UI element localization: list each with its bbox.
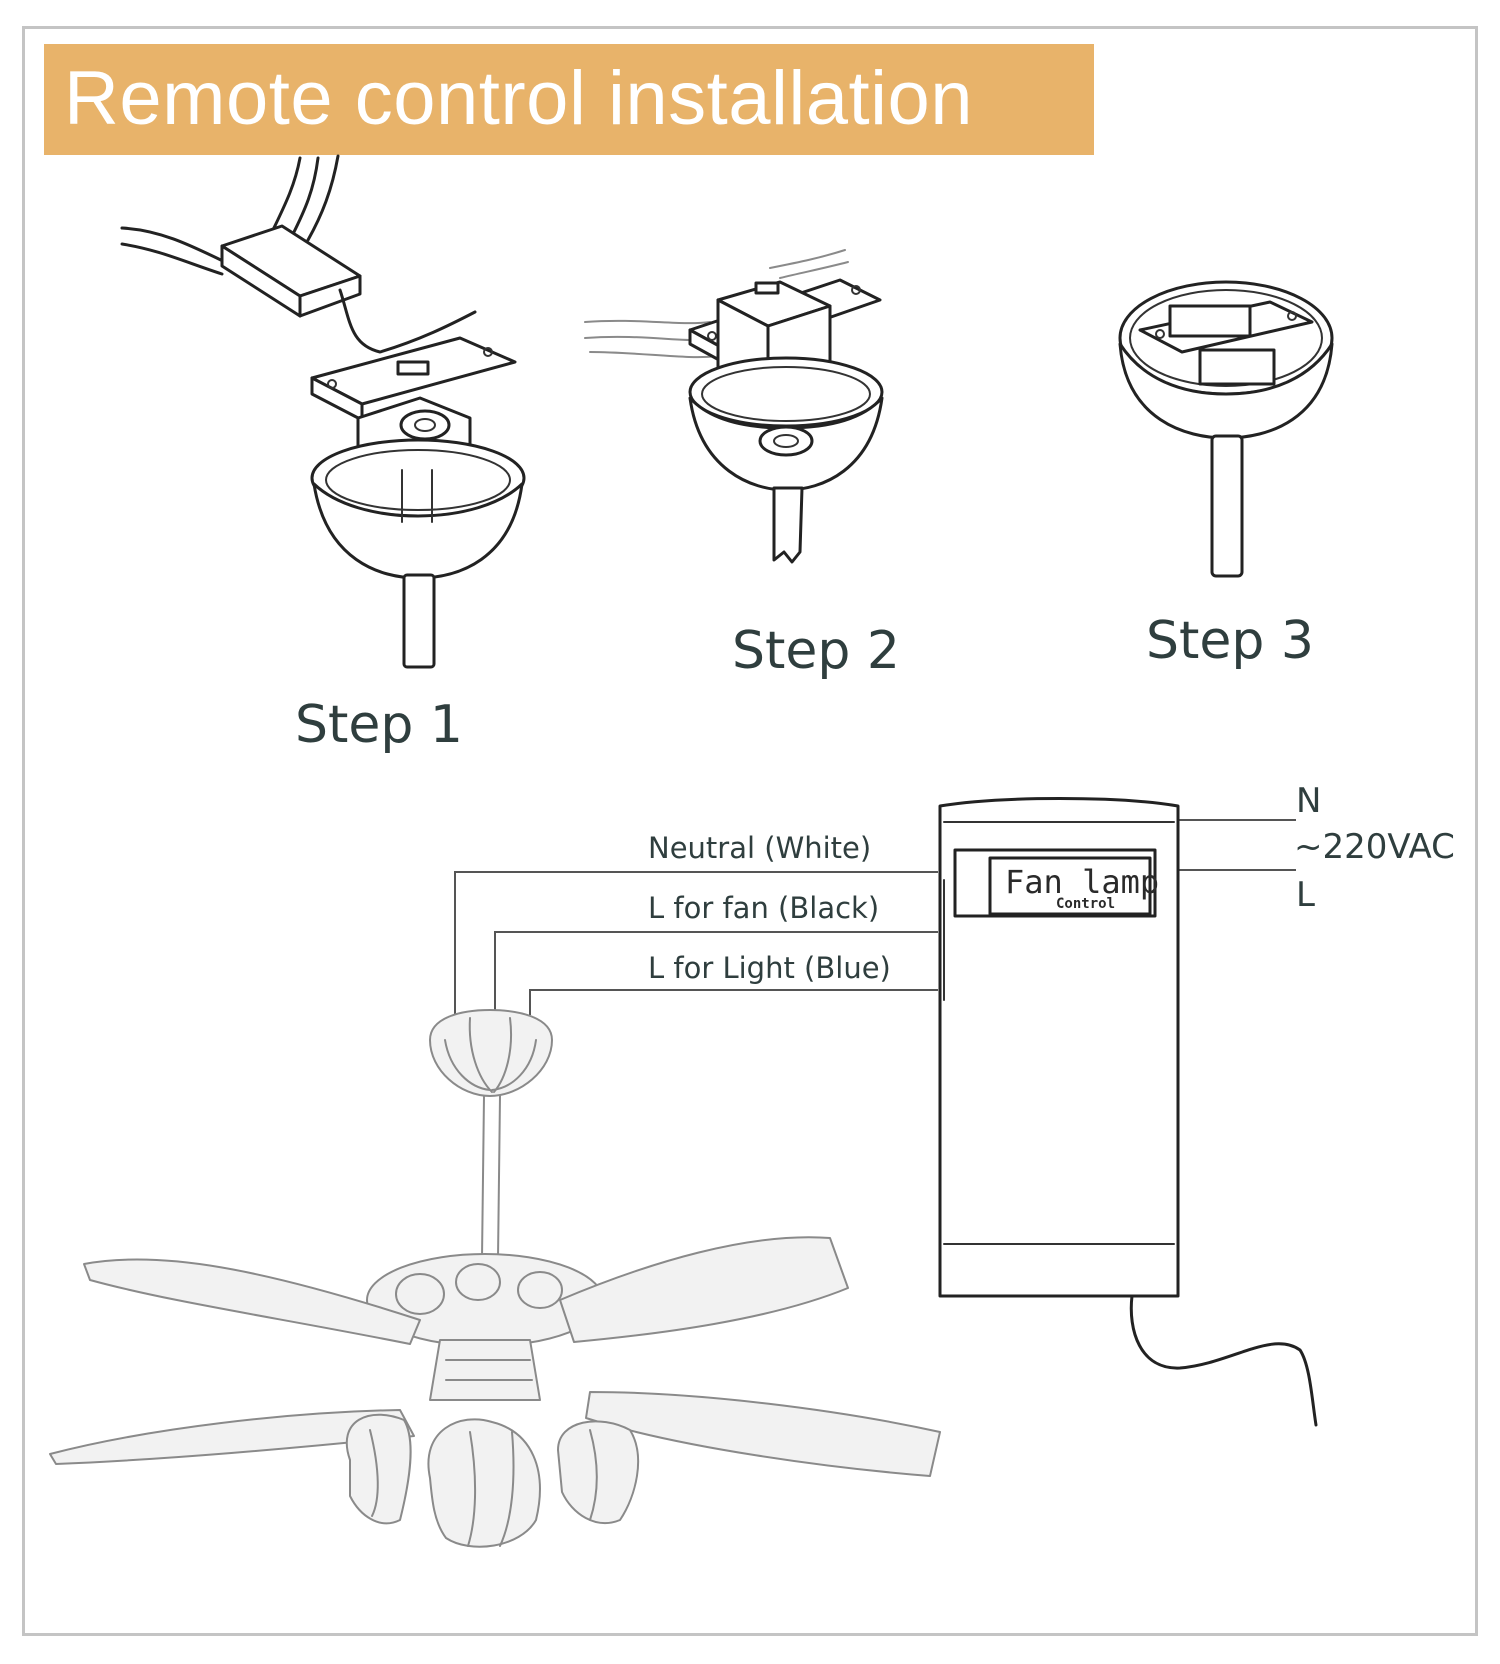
step-3-label: Step 3 xyxy=(1146,611,1314,671)
receiver-sublabel: Control xyxy=(1056,896,1115,912)
light-wire-label: L for Light (Blue) xyxy=(648,951,891,985)
receiver-label: Fan lamp xyxy=(1005,863,1159,901)
mains-neutral-label: N xyxy=(1296,781,1321,821)
receiver-box xyxy=(938,797,1318,1427)
mains-voltage-label: ~220VAC xyxy=(1294,827,1455,867)
step-2-label: Step 2 xyxy=(732,621,900,681)
step-3-illustration xyxy=(1118,280,1334,578)
step-1-label: Step 1 xyxy=(295,695,463,755)
image-frame xyxy=(22,26,1478,1636)
title-banner: Remote control installation xyxy=(44,44,1094,155)
fan-wire-label: L for fan (Black) xyxy=(648,891,879,925)
wiring-lines xyxy=(454,819,1296,1015)
neutral-wire-label: Neutral (White) xyxy=(648,831,871,865)
step-1-illustration xyxy=(120,154,526,669)
ceiling-fan-illustration xyxy=(49,1009,941,1548)
page-title: Remote control installation xyxy=(64,56,974,141)
step-2-illustration xyxy=(584,249,884,564)
mains-live-label: L xyxy=(1296,875,1315,915)
